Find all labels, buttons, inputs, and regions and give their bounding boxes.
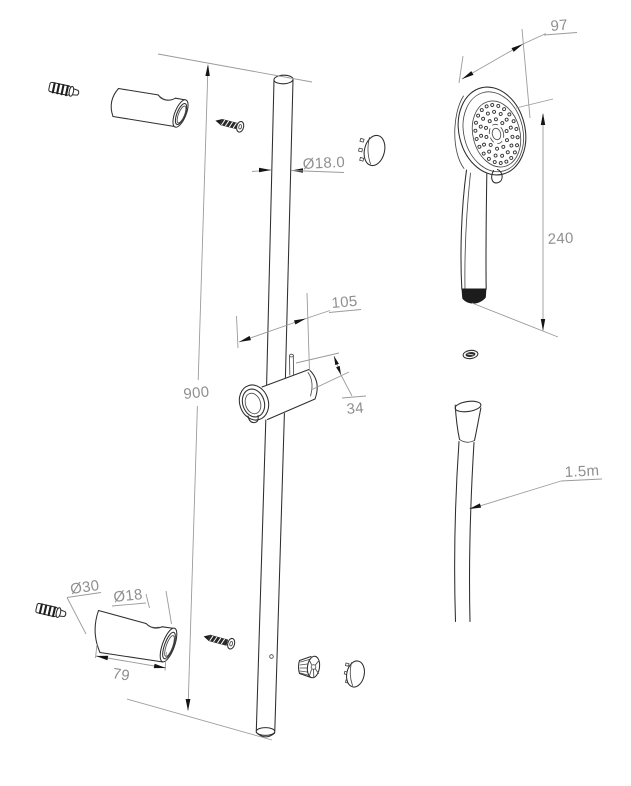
rail-end-knob: [297, 655, 321, 679]
head-nozzle-dots: [473, 103, 520, 165]
upper-wall-anchor: [48, 81, 80, 97]
upper-cap-cover: [357, 134, 386, 167]
dim-holder-offset-label: 105: [331, 293, 358, 312]
dim-holder-diameter-label: 34: [346, 400, 365, 418]
dim-rail-length: 900: [126, 53, 313, 741]
dim-bracket-outer-diameter: Ø30: [66, 577, 102, 635]
dim-hose-length-label: 1.5m: [564, 462, 599, 481]
dim-bracket-bore-diameter-label: Ø18: [113, 586, 144, 606]
dim-rail-diameter: Ø18.0: [251, 154, 346, 173]
dim-head-width: 97: [458, 17, 578, 119]
upper-wall-bracket: [110, 87, 189, 128]
slider-holder: [238, 353, 318, 424]
shower-rail: [255, 74, 294, 738]
hose-washer: [462, 349, 479, 360]
dim-hose-length: 1.5m: [469, 462, 603, 510]
dim-head-length-label: 240: [547, 230, 574, 248]
dim-head-width-label: 97: [550, 17, 569, 35]
shower-hose: [454, 400, 482, 623]
lower-wall-anchor: [35, 602, 67, 619]
dim-bracket-outer-diameter-label: Ø30: [69, 577, 100, 598]
dim-head-length: 240: [471, 98, 574, 338]
hand-shower: [454, 86, 527, 304]
dim-rail-diameter-label: Ø18.0: [302, 154, 345, 173]
dim-bracket-length-label: 79: [111, 665, 131, 684]
dim-holder-diameter: 34: [295, 352, 367, 418]
lower-wall-bracket: [94, 609, 178, 663]
lower-cap-cover: [343, 660, 365, 688]
dim-bracket-bore-diameter: Ø18: [111, 586, 172, 625]
lower-screw: [203, 634, 236, 650]
upper-screw: [215, 118, 245, 133]
dim-rail-length-label: 900: [183, 383, 211, 403]
dim-holder-offset: 105: [236, 293, 362, 372]
dim-bracket-length: 79: [95, 643, 167, 685]
